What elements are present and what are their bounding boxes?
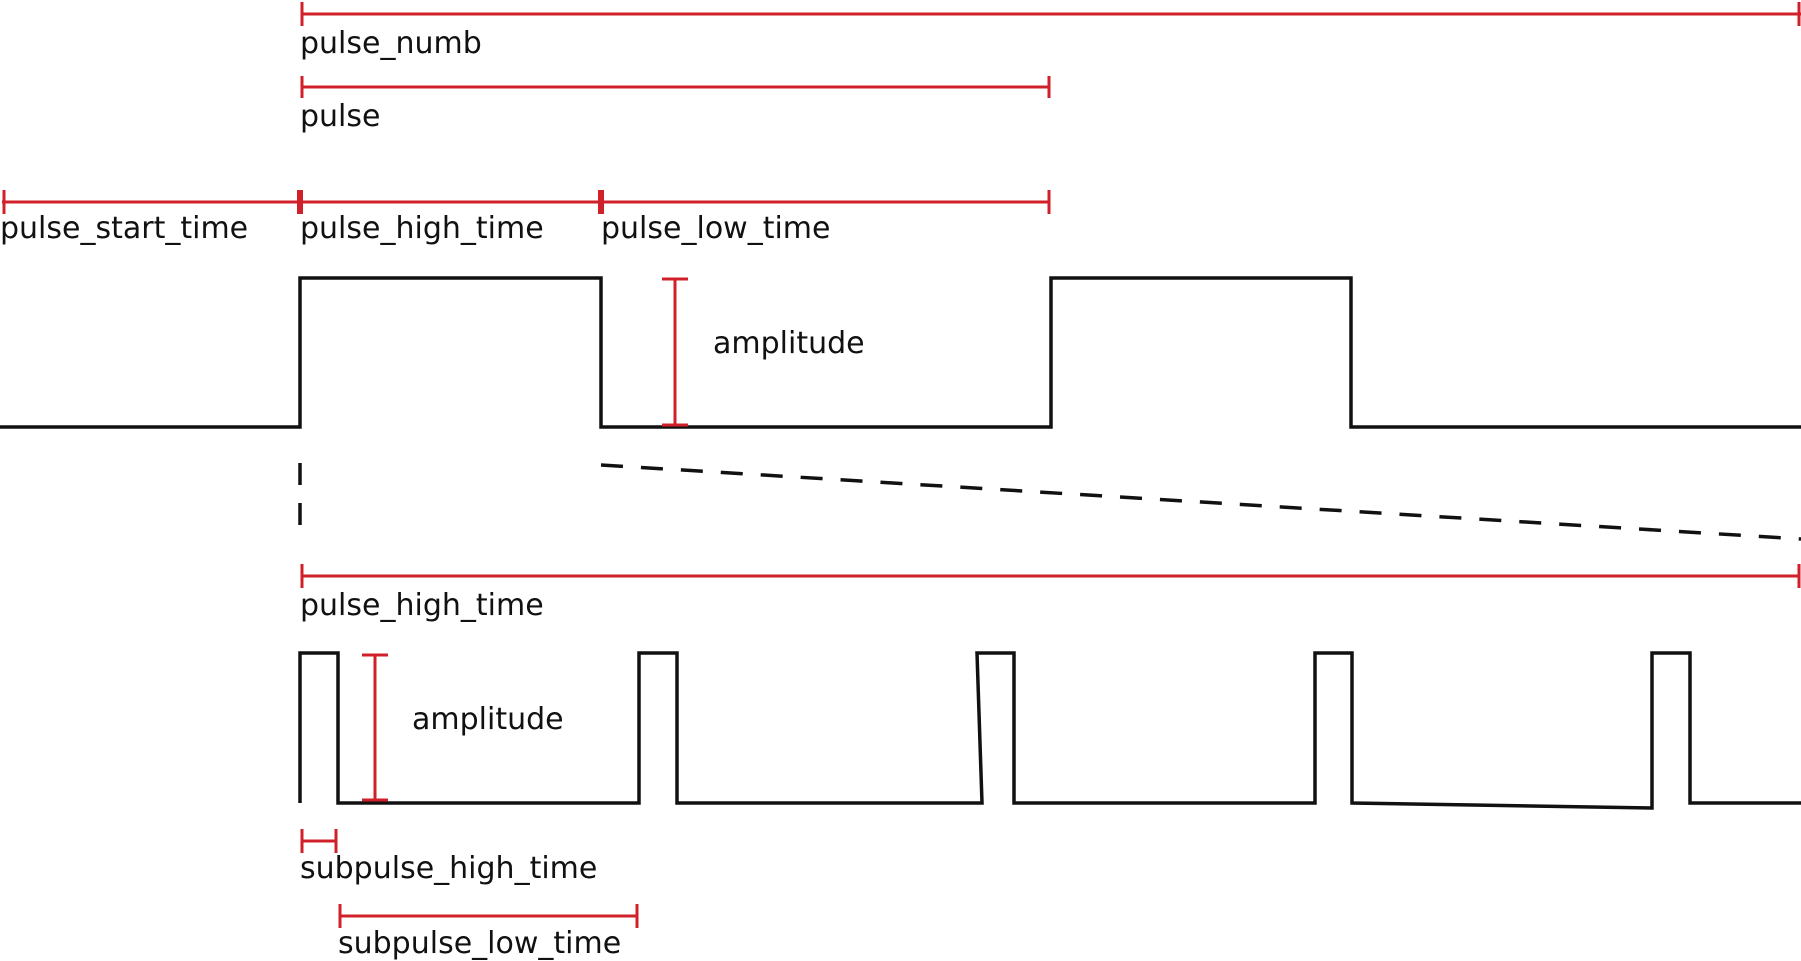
pulse-low-time-label: pulse_low_time (601, 211, 830, 246)
pulse-label: pulse (300, 99, 380, 134)
pulse-dimension (300, 76, 1051, 98)
amplitude-marker-bottom (362, 653, 388, 802)
pulse-high-time-zoom-label: pulse_high_time (300, 588, 544, 623)
subpulse-high-time-dimension (300, 829, 338, 853)
subpulse-high-time-label: subpulse_high_time (300, 851, 597, 886)
pulse-high-time-zoom-dimension (300, 564, 1801, 588)
subpulse-low-time-label: subpulse_low_time (338, 926, 621, 961)
pulse-phase-dimensions (2, 190, 1051, 214)
pulse-waveform (0, 276, 1801, 429)
subpulse-low-time-dimension (338, 904, 639, 928)
pulse-numb-dimension (300, 2, 1801, 26)
subpulse-waveform (298, 651, 1801, 810)
amplitude-marker-top (662, 277, 688, 427)
amplitude-label-bottom: amplitude (412, 702, 564, 737)
pulse-high-time-label: pulse_high_time (300, 211, 544, 246)
pulse-start-time-label: pulse_start_time (0, 211, 248, 246)
pulse-numb-label: pulse_numb (300, 26, 482, 61)
amplitude-label-top: amplitude (713, 326, 865, 361)
zoom-guide-right (600, 463, 1801, 541)
